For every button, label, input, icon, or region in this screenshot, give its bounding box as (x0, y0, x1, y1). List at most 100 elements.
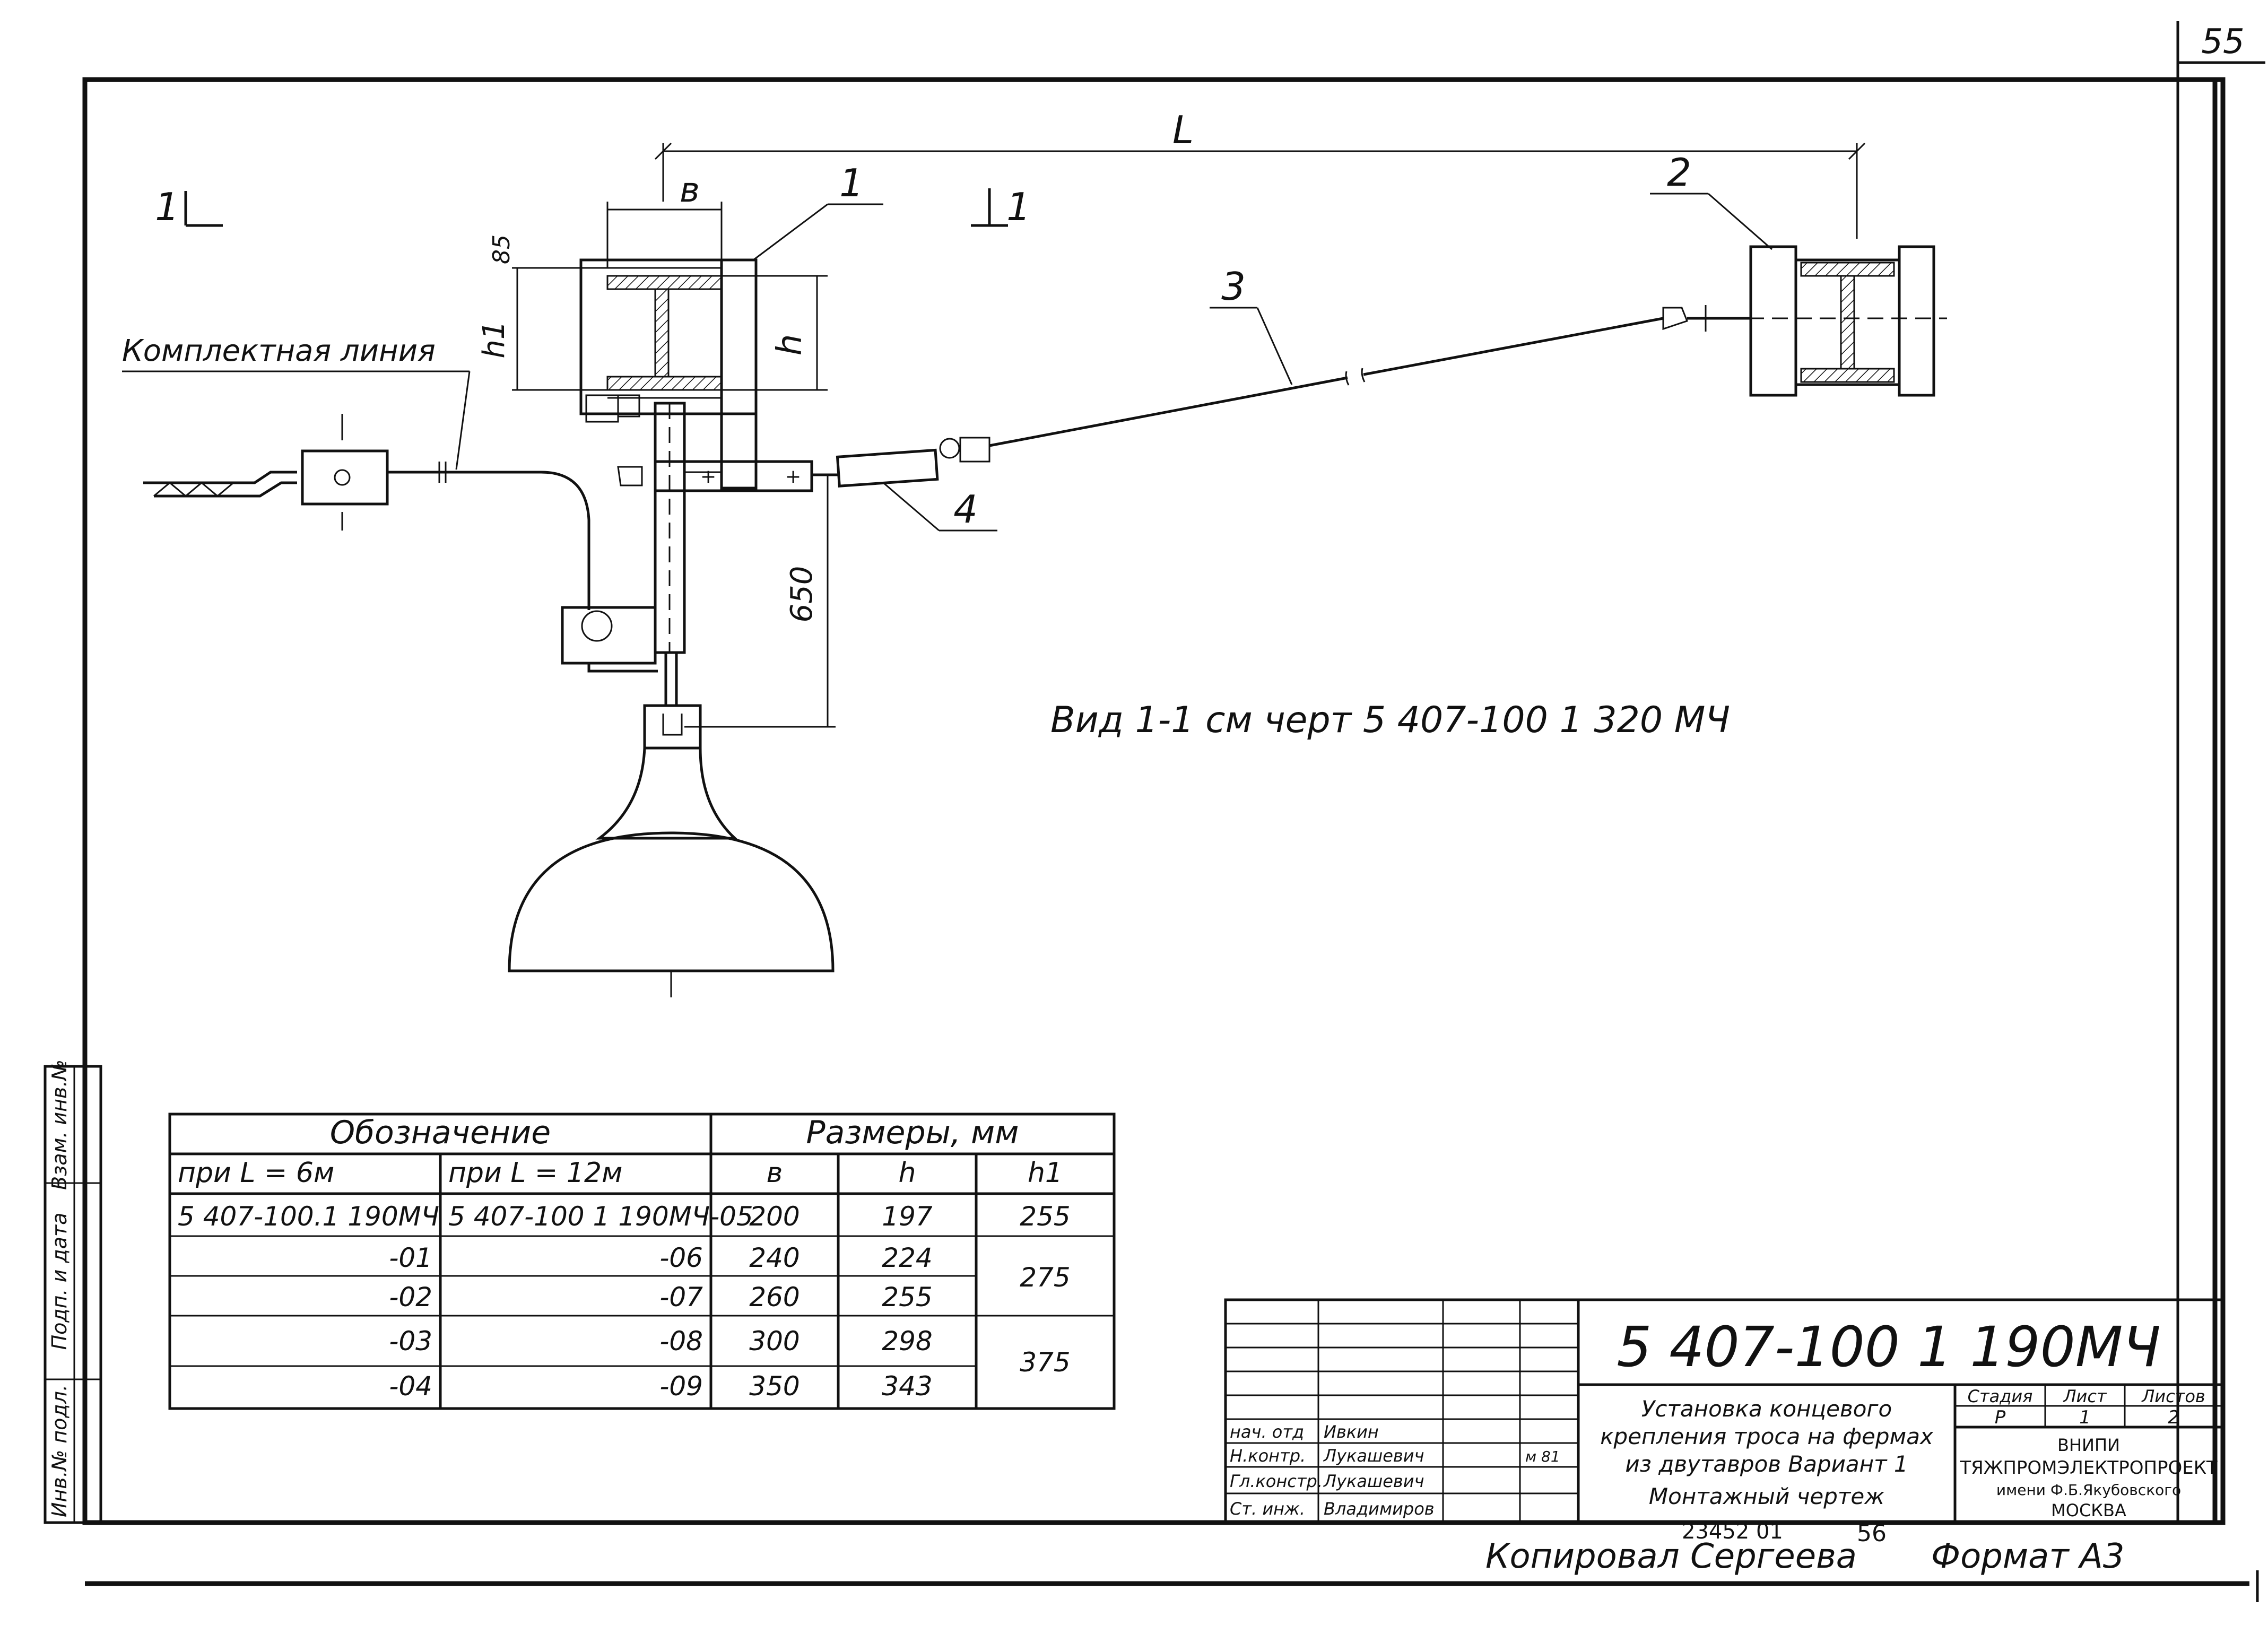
svg-text:Комплектная линия: Комплектная линия (122, 334, 436, 368)
signature-name: Владимиров (1324, 1499, 1435, 1519)
stage-value: 1 (2079, 1407, 2091, 1428)
org-line: ТЯЖПРОМЭЛЕКТРОПРОЕКТ (1959, 1457, 2218, 1479)
callout-4: 4 (883, 482, 997, 532)
stamp-replace-inv: Взам. инв.№ (48, 1059, 71, 1190)
table-cell: -03 (389, 1326, 432, 1357)
table-cell: 224 (882, 1242, 932, 1273)
signature-role: Н.контр. (1230, 1446, 1306, 1466)
col-h1: h1 (1028, 1157, 1063, 1189)
truss-beam-right (1662, 245, 1947, 397)
callout-1: 1 (753, 161, 883, 261)
title-line: Монтажный чертеж (1649, 1483, 1884, 1509)
svg-text:1: 1 (155, 185, 179, 229)
table-cell: 350 (749, 1371, 800, 1402)
svg-text:650: 650 (785, 566, 819, 623)
order-number: 23452 01 (1682, 1519, 1783, 1544)
title-line: Установка концевого (1641, 1396, 1892, 1422)
table-cell: 255 (882, 1282, 932, 1313)
title-block: нач. отд Ивкин Н.контр. Лукашевич Гл.кон… (1224, 1298, 2224, 1524)
stage-header: Листов (2141, 1386, 2205, 1406)
page-ref: 56 (1857, 1520, 1887, 1547)
table-cell: 300 (749, 1326, 800, 1357)
table-cell: 255 (1020, 1201, 1070, 1232)
stage-value: Р (1995, 1407, 2006, 1428)
table-cell: -06 (659, 1242, 703, 1273)
cable (989, 317, 1664, 447)
view-note: Вид 1-1 см черт 5 407-100 1 320 МЧ (1050, 699, 1730, 741)
col-b: в (767, 1157, 783, 1189)
date-note: м 81 (1525, 1448, 1560, 1465)
table-cell: -02 (389, 1282, 432, 1313)
copied-by: Копировал Сергеева (1485, 1537, 1857, 1576)
section-mark-left: 1 (155, 185, 223, 229)
svg-text:L: L (1172, 108, 1194, 152)
dimension-h: h (722, 275, 828, 391)
table-cell: 275 (1020, 1262, 1070, 1293)
stamp-inv-no: Инв.№ подл. (48, 1385, 71, 1517)
table-cell: 200 (749, 1201, 800, 1232)
svg-text:+: + (700, 466, 716, 488)
spec-table: Обозначение Размеры, мм при L = 6м при L… (168, 1112, 1116, 1410)
callout-3: 3 (1210, 264, 1293, 385)
dimension-650: 650 (684, 475, 836, 728)
svg-text:2: 2 (1667, 150, 1691, 195)
header-sizes: Размеры, мм (806, 1114, 1019, 1151)
table-cell: 298 (882, 1326, 932, 1357)
col-l6: при L = 6м (178, 1157, 334, 1189)
svg-text:h: h (770, 334, 810, 356)
junction-box (561, 606, 658, 673)
svg-text:3: 3 (1221, 264, 1246, 309)
signature-name: Ивкин (1324, 1422, 1379, 1442)
title-line: крепления троса на фермах (1600, 1423, 1934, 1449)
dimension-L: L (654, 108, 1866, 239)
stage-header: Стадия (1968, 1386, 2033, 1406)
header-designation: Обозначение (330, 1114, 551, 1151)
table-cell: -08 (659, 1326, 703, 1357)
dimension-b: в (606, 171, 723, 268)
callout-2: 2 (1650, 150, 1772, 250)
tensioner (812, 437, 990, 488)
table-cell: 375 (1020, 1347, 1070, 1378)
stamp-sign-date: Подп. и дата (48, 1213, 71, 1350)
signature-role: нач. отд (1230, 1422, 1304, 1442)
truss-beam-left: + + (579, 258, 813, 654)
signature-name: Лукашевич (1323, 1446, 1424, 1466)
side-stamp: Инв.№ подл. Подп. и дата Взам. инв.№ (44, 1059, 102, 1524)
table-cell: 343 (882, 1371, 932, 1402)
signature-role: Гл.констр. (1230, 1471, 1323, 1491)
table-cell: -01 (389, 1242, 432, 1273)
section-mark-right: 1 (971, 185, 1031, 229)
dimension-h1: h1 85 (477, 234, 607, 391)
col-l12: при L = 12м (448, 1157, 622, 1189)
svg-text:1: 1 (839, 161, 864, 205)
sheet-frame (82, 21, 2265, 1602)
lamp (508, 653, 835, 997)
sheet-number: 55 (2201, 22, 2244, 62)
signature-name: Лукашевич (1323, 1471, 1424, 1491)
table-cell: 5 407-100.1 190МЧ (178, 1201, 439, 1232)
table-cell: -07 (659, 1282, 703, 1313)
svg-text:1: 1 (1006, 185, 1031, 229)
org-line: МОСКВА (2051, 1500, 2126, 1520)
table-cell: 240 (749, 1242, 800, 1273)
org-line: ВНИПИ (2057, 1435, 2120, 1455)
col-h: h (899, 1157, 916, 1189)
table-cell: 260 (749, 1282, 800, 1313)
footer: 23452 01 56 Копировал Сергеева Формат А3 (1485, 1519, 2125, 1576)
table-cell: -04 (389, 1371, 432, 1402)
title-line: из двутавров Вариант 1 (1625, 1451, 1908, 1477)
svg-text:h1: h1 (477, 320, 511, 358)
complete-line: Комплектная линия (122, 334, 590, 610)
stage-header: Лист (2063, 1386, 2107, 1406)
org-line: имени Ф.Б.Якубовского (1996, 1481, 2181, 1499)
format: Формат А3 (1931, 1537, 2125, 1576)
svg-text:4: 4 (953, 487, 978, 532)
table-cell: -09 (659, 1371, 703, 1402)
stage-value: 2 (2168, 1407, 2179, 1428)
table-cell: 5 407-100 1 190МЧ-05 (448, 1201, 753, 1232)
document-code: 5 407-100 1 190МЧ (1617, 1315, 2161, 1379)
table-cell: 197 (882, 1201, 933, 1232)
svg-text:в: в (680, 171, 700, 210)
svg-text:85: 85 (488, 234, 515, 264)
